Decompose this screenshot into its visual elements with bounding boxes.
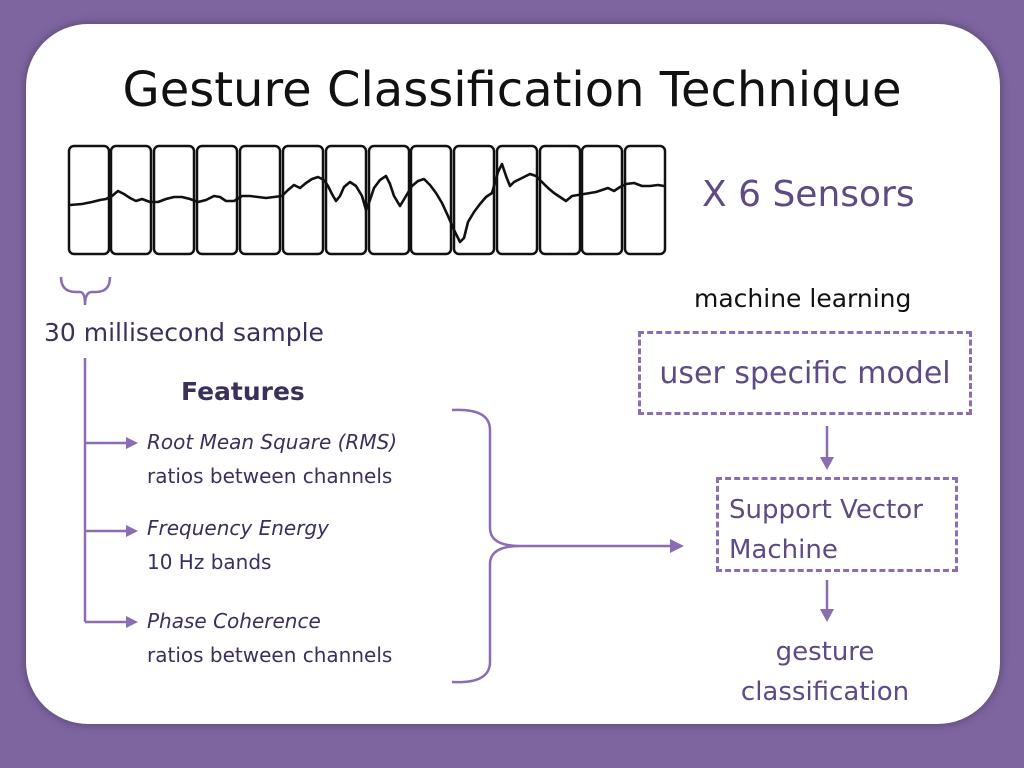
arrow-right-icon (126, 437, 138, 628)
feature-item: Frequency Energy 10 Hz bands (147, 511, 329, 579)
signal-window-boxes (67, 144, 667, 256)
feature-item: Root Mean Square (RMS) ratios between ch… (147, 425, 397, 493)
curly-brace-icon (451, 408, 521, 684)
features-heading: Features (181, 377, 305, 406)
arrow-down-icon (820, 609, 834, 622)
feature-detail: 10 Hz bands (147, 550, 272, 574)
feature-item: Phase Coherence ratios between channels (147, 604, 392, 672)
user-model-box: user specific model (638, 331, 972, 415)
slide-card (26, 24, 1000, 724)
arrow-right-icon (670, 539, 684, 553)
feature-detail: ratios between channels (147, 643, 393, 667)
feature-name: Phase Coherence (147, 609, 321, 633)
slide-title: Gesture Classification Technique (122, 62, 902, 118)
sample-label: 30 millisecond sample (44, 318, 324, 347)
gesture-classification-label: gesture classification (740, 637, 910, 707)
sensors-label: X 6 Sensors (702, 174, 915, 215)
arrow-down-icon (820, 457, 834, 470)
feature-tree (83, 358, 132, 624)
svm-box: Support Vector Machine (716, 477, 958, 572)
machine-learning-label: machine learning (694, 284, 912, 313)
signal-waveform (69, 162, 665, 244)
feature-detail: ratios between channels (147, 464, 393, 488)
feature-name: Root Mean Square (RMS) (147, 430, 398, 454)
feature-name: Frequency Energy (147, 516, 329, 540)
sample-bracket (59, 276, 112, 306)
